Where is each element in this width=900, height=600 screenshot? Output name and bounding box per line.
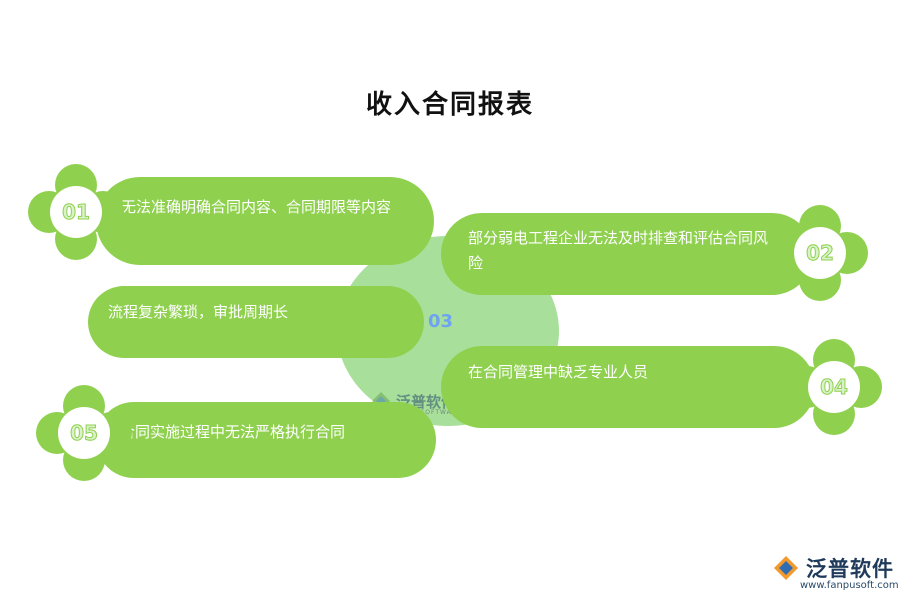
item-04-number: 04 <box>808 361 860 413</box>
item-02-text: 部分弱电工程企业无法及时排查和评估合同风险 <box>468 229 769 272</box>
fanpu-brand-icon <box>774 556 798 580</box>
item-01-pill: 无法准确明确合同内容、合同期限等内容 <box>96 177 434 265</box>
item-04-pill: 在合同管理中缺乏专业人员 <box>441 346 815 428</box>
item-02-badge: 02 <box>772 205 868 301</box>
item-04-badge: 04 <box>786 339 882 435</box>
brand-logo: 泛普软件 <box>772 553 894 583</box>
page-title: 收入合同报表 <box>365 90 534 120</box>
watermark-sub: FANPUSOFTWARE <box>396 409 462 416</box>
item-02-number: 02 <box>794 227 846 279</box>
center-number: 03 <box>428 311 454 332</box>
item-05-number: 05 <box>58 407 110 459</box>
brand-url: www.fanpusoft.com <box>800 580 899 591</box>
item-04-text: 在合同管理中缺乏专业人员 <box>468 363 649 381</box>
item-01-badge: 01 <box>28 164 124 260</box>
item-03-text: 流程复杂繁琐，审批周期长 <box>108 303 289 321</box>
item-05-badge: 05 <box>36 385 132 481</box>
item-02-pill: 部分弱电工程企业无法及时排查和评估合同风险 <box>441 213 813 295</box>
item-03-pill: 流程复杂繁琐，审批周期长 <box>88 286 424 358</box>
item-05-pill: 合同实施过程中无法严格执行合同 <box>96 402 436 478</box>
item-01-text: 无法准确明确合同内容、合同期限等内容 <box>121 198 392 216</box>
item-01-number: 01 <box>50 186 102 238</box>
item-05-text: 合同实施过程中无法严格执行合同 <box>120 423 346 441</box>
brand-name: 泛普软件 <box>806 557 894 581</box>
